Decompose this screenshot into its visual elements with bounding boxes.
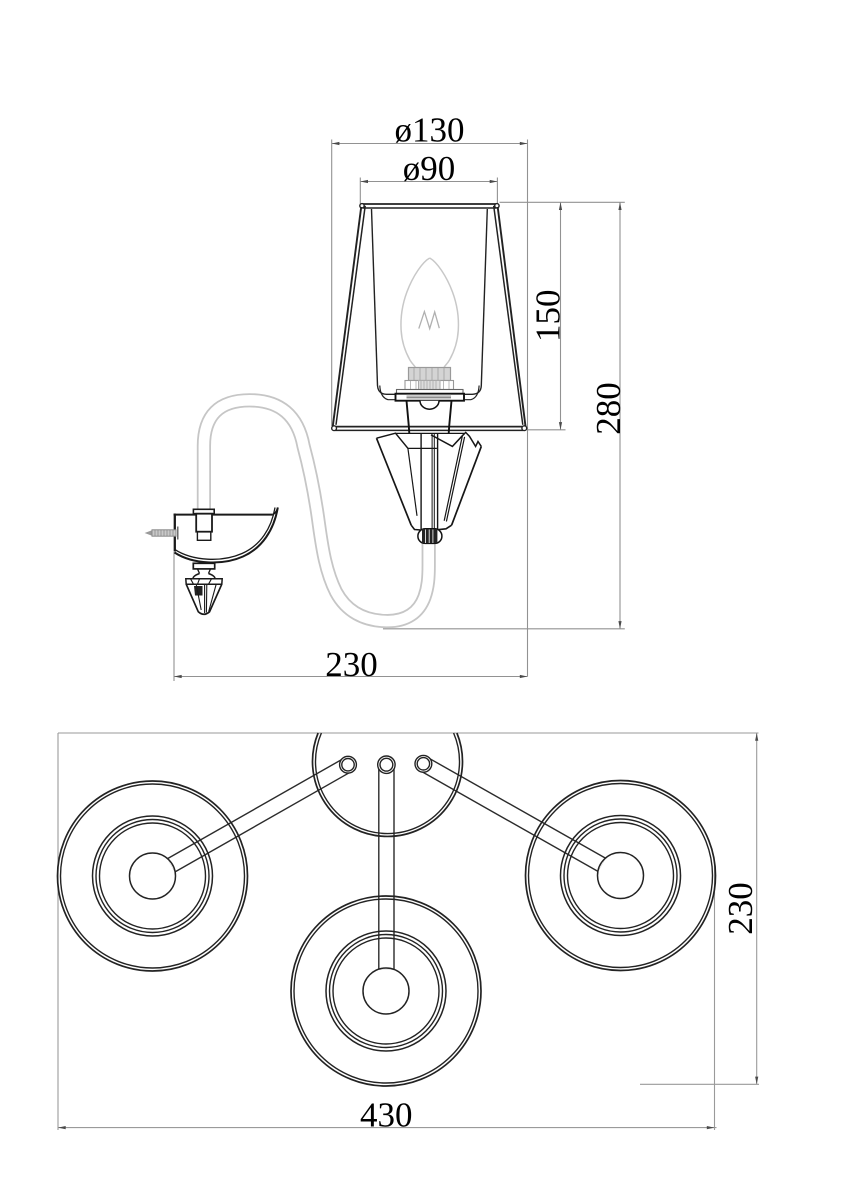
svg-text:230: 230 (325, 645, 378, 684)
svg-text:150: 150 (529, 290, 568, 343)
svg-text:230: 230 (721, 882, 760, 935)
svg-text:430: 430 (360, 1095, 413, 1134)
svg-text:ø90: ø90 (403, 149, 456, 188)
svg-text:ø130: ø130 (395, 111, 465, 150)
svg-text:280: 280 (589, 382, 628, 435)
